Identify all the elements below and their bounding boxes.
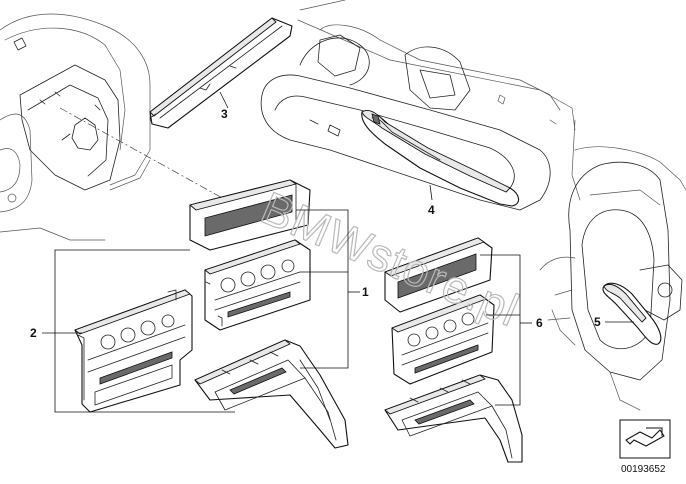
rear-door-background: [539, 146, 686, 411]
part-5-handle-trim: [602, 282, 662, 345]
reference-line: [59, 107, 236, 206]
door-panel-background: [260, 0, 581, 211]
leader-lines: [42, 91, 634, 413]
callout-1: 1: [362, 285, 369, 299]
callout-3: 3: [221, 107, 228, 121]
callout-5: 5: [594, 315, 601, 329]
dashboard-background: [0, 13, 151, 241]
part-4-door-handle-trim: [361, 110, 520, 207]
diagram-number: 00193652: [621, 464, 666, 475]
callout-4: 4: [428, 203, 435, 217]
part-set-2: [74, 289, 193, 413]
callout-6: 6: [536, 316, 543, 330]
callouts: 1 2 3 4 5 6: [30, 107, 601, 340]
return-arrow-icon[interactable]: [619, 419, 671, 459]
part-set-1: [189, 179, 349, 449]
callout-2: 2: [30, 326, 37, 340]
part-3-trim-strip: [149, 17, 293, 129]
part-set-6: [384, 237, 523, 463]
